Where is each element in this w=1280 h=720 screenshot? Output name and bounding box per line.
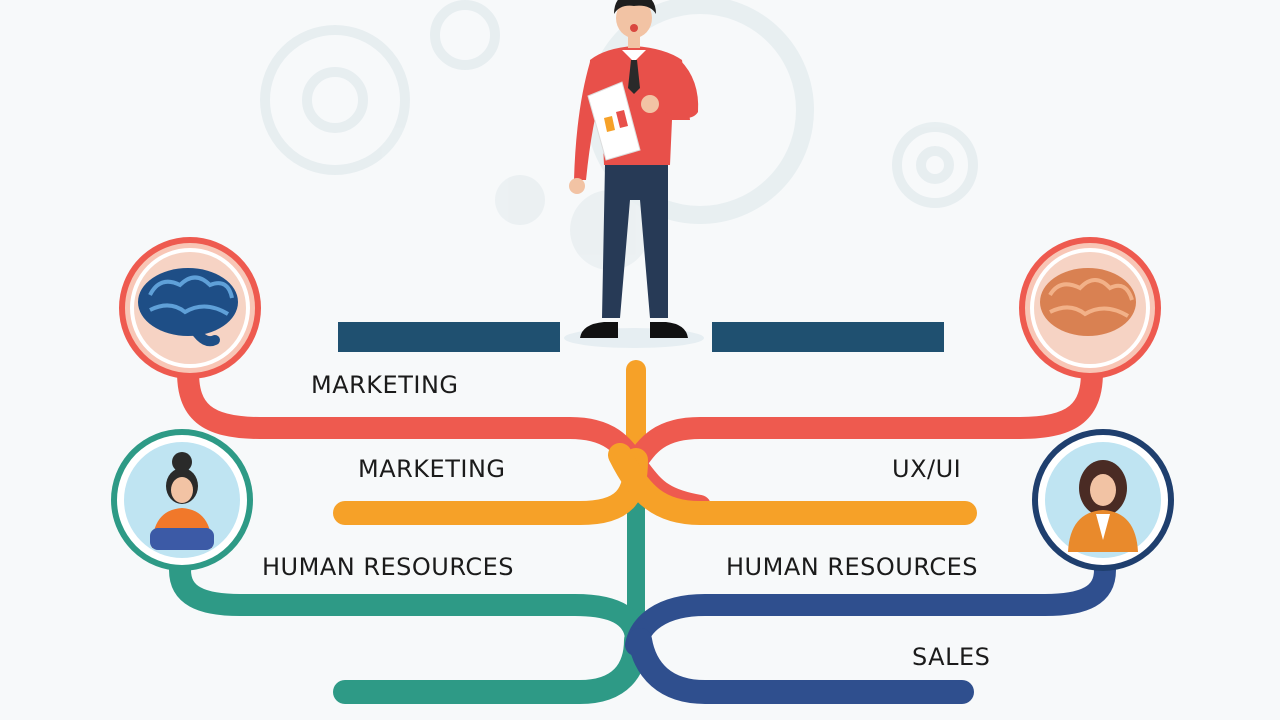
woman-avatar-icon xyxy=(111,429,253,571)
left-bar xyxy=(338,322,560,352)
right-bar xyxy=(712,322,944,352)
label-uxui: UX/UI xyxy=(892,455,962,483)
businessman-figure xyxy=(564,0,704,348)
brain-icon xyxy=(1019,237,1161,379)
label-sales: SALES xyxy=(912,643,991,671)
branch-ux-orange xyxy=(608,443,977,525)
branch-teal-bottom xyxy=(333,628,648,704)
label-hr-left: HUMAN RESOURCES xyxy=(262,553,514,581)
branch-hr-right xyxy=(625,559,1116,656)
woman-avatar-icon xyxy=(1032,429,1174,571)
label-hr-right: HUMAN RESOURCES xyxy=(726,553,978,581)
label-marketing-top: MARKETING xyxy=(311,371,459,399)
branch-hr-left xyxy=(169,559,647,651)
brain-icon xyxy=(119,237,261,379)
branch-ux-right xyxy=(621,361,1103,479)
label-marketing-mid: MARKETING xyxy=(358,455,506,483)
branch-sales xyxy=(628,628,974,704)
